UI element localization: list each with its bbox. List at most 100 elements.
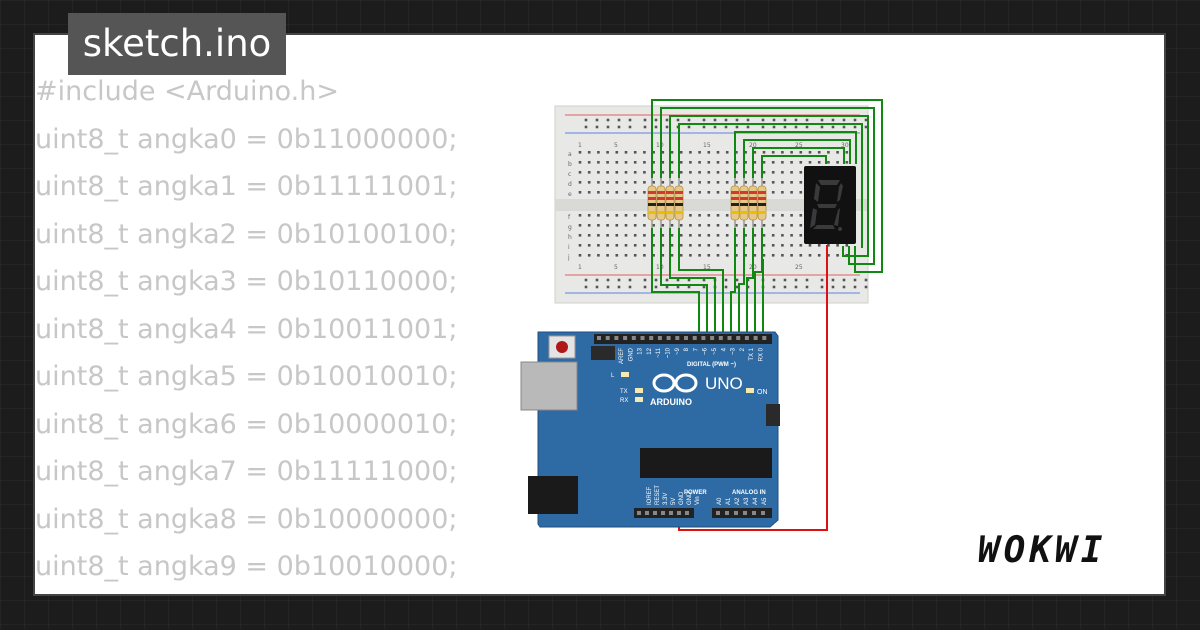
breadboard-hole [652,244,655,247]
breadboard-hole [597,181,600,184]
breadboard-hole [615,171,619,174]
breadboard-hole [661,224,665,227]
header-pin [614,336,619,340]
breadboard-hole [808,151,812,154]
breadboard-hole [799,191,803,194]
breadboard-hole [808,254,812,257]
power-pin-label: IOREF [647,486,653,505]
breadboard-hole [771,224,775,227]
power-jack [528,476,578,514]
digital-pin-label: AREF [619,348,625,364]
breadboard-hole [725,191,729,194]
breadboard-hole [587,234,591,237]
header-pin [761,511,765,515]
breadboard-rail-hole [584,278,588,282]
usb-port [520,361,578,411]
breadboard-hole [578,214,582,217]
breadboard-hole [670,224,674,227]
breadboard-rail-hole [864,285,868,289]
breadboard-hole [735,254,738,257]
bb-row-letter: j [567,254,570,261]
breadboard-hole [624,244,628,247]
breadboard-rail-hole [617,285,621,289]
power-pin-label: Vin [695,496,701,505]
header-pin [657,336,662,340]
breadboard-hole [790,191,793,194]
breadboard-hole [587,161,591,164]
breadboard-rail-hole [783,125,787,129]
breadboard-hole [836,254,839,257]
analog-label: ANALOG IN [732,490,766,496]
breadboard-hole [771,151,775,154]
breadboard-hole [744,171,747,174]
resistor [647,178,657,228]
breadboard-hole [615,161,619,164]
breadboard-hole [716,254,720,257]
breadboard-hole [827,151,830,154]
analog-pin-label: A0 [717,497,723,505]
breadboard-hole [689,234,692,237]
breadboard-hole [744,254,747,257]
breadboard-hole [753,181,757,184]
breadboard-hole [633,151,637,154]
breadboard-hole [845,151,849,154]
led-on [746,388,754,393]
breadboard-hole [744,234,747,237]
code-line: uint8_t angka0 = 0b11000000; [35,123,458,155]
code-line: #include <Arduino.h> [35,76,339,107]
breadboard-hole [597,254,600,257]
breadboard-hole [771,171,775,174]
bb-col-number: 25 [795,264,803,271]
breadboard-hole [836,151,839,154]
breadboard-hole [670,161,674,164]
breadboard-rail-hole [643,125,647,129]
breadboard-hole [633,254,637,257]
breadboard-hole [716,171,720,174]
breadboard-rail-hole [831,278,835,282]
breadboard-hole [781,244,784,247]
breadboard-rail-hole [713,125,717,129]
header-pin [718,336,723,340]
arduino-logo [652,373,698,393]
bb-col-number: 20 [749,142,757,149]
breadboard-rail-hole [794,278,798,282]
breadboard-rail-hole [713,118,717,122]
breadboard-rail-hole [595,285,599,289]
breadboard-hole [578,191,582,194]
reset-button-cap[interactable] [556,341,568,353]
breadboard-hole [771,214,775,217]
breadboard-hole [643,161,646,164]
breadboard-rail-hole [805,125,809,129]
breadboard-hole [587,181,591,184]
board-model-label: UNO [705,374,743,393]
breadboard-hole [781,161,784,164]
breadboard-hole [689,181,692,184]
breadboard-hole [762,151,766,154]
resistor [656,178,666,228]
analog-pin-label: A1 [726,497,732,505]
resistor [674,178,684,228]
breadboard-rail-hole [687,125,691,129]
breadboard-rail-hole [687,278,691,282]
breadboard-rail-hole [606,118,610,122]
on-label: ON [757,389,768,396]
digital-pin-label: 13 [638,347,644,354]
header-pin [725,511,729,515]
breadboard-hole [633,181,637,184]
breadboard-hole [762,181,766,184]
bb-col-number: 15 [703,264,711,271]
breadboard-hole [615,151,619,154]
atmega-chip [640,448,772,478]
breadboard-hole [799,254,803,257]
breadboard-rail-hole [735,278,739,282]
breadboard-hole [615,244,619,247]
breadboard-hole [790,151,793,154]
breadboard-hole [597,224,600,227]
digital-pin-label: ~9 [675,347,681,355]
breadboard-rail-hole [842,125,846,129]
power-pin-label: 3.3V [663,493,669,505]
breadboard-hole [597,161,600,164]
digital-pin-label: ~6 [703,347,709,355]
breadboard-hole [753,151,757,154]
